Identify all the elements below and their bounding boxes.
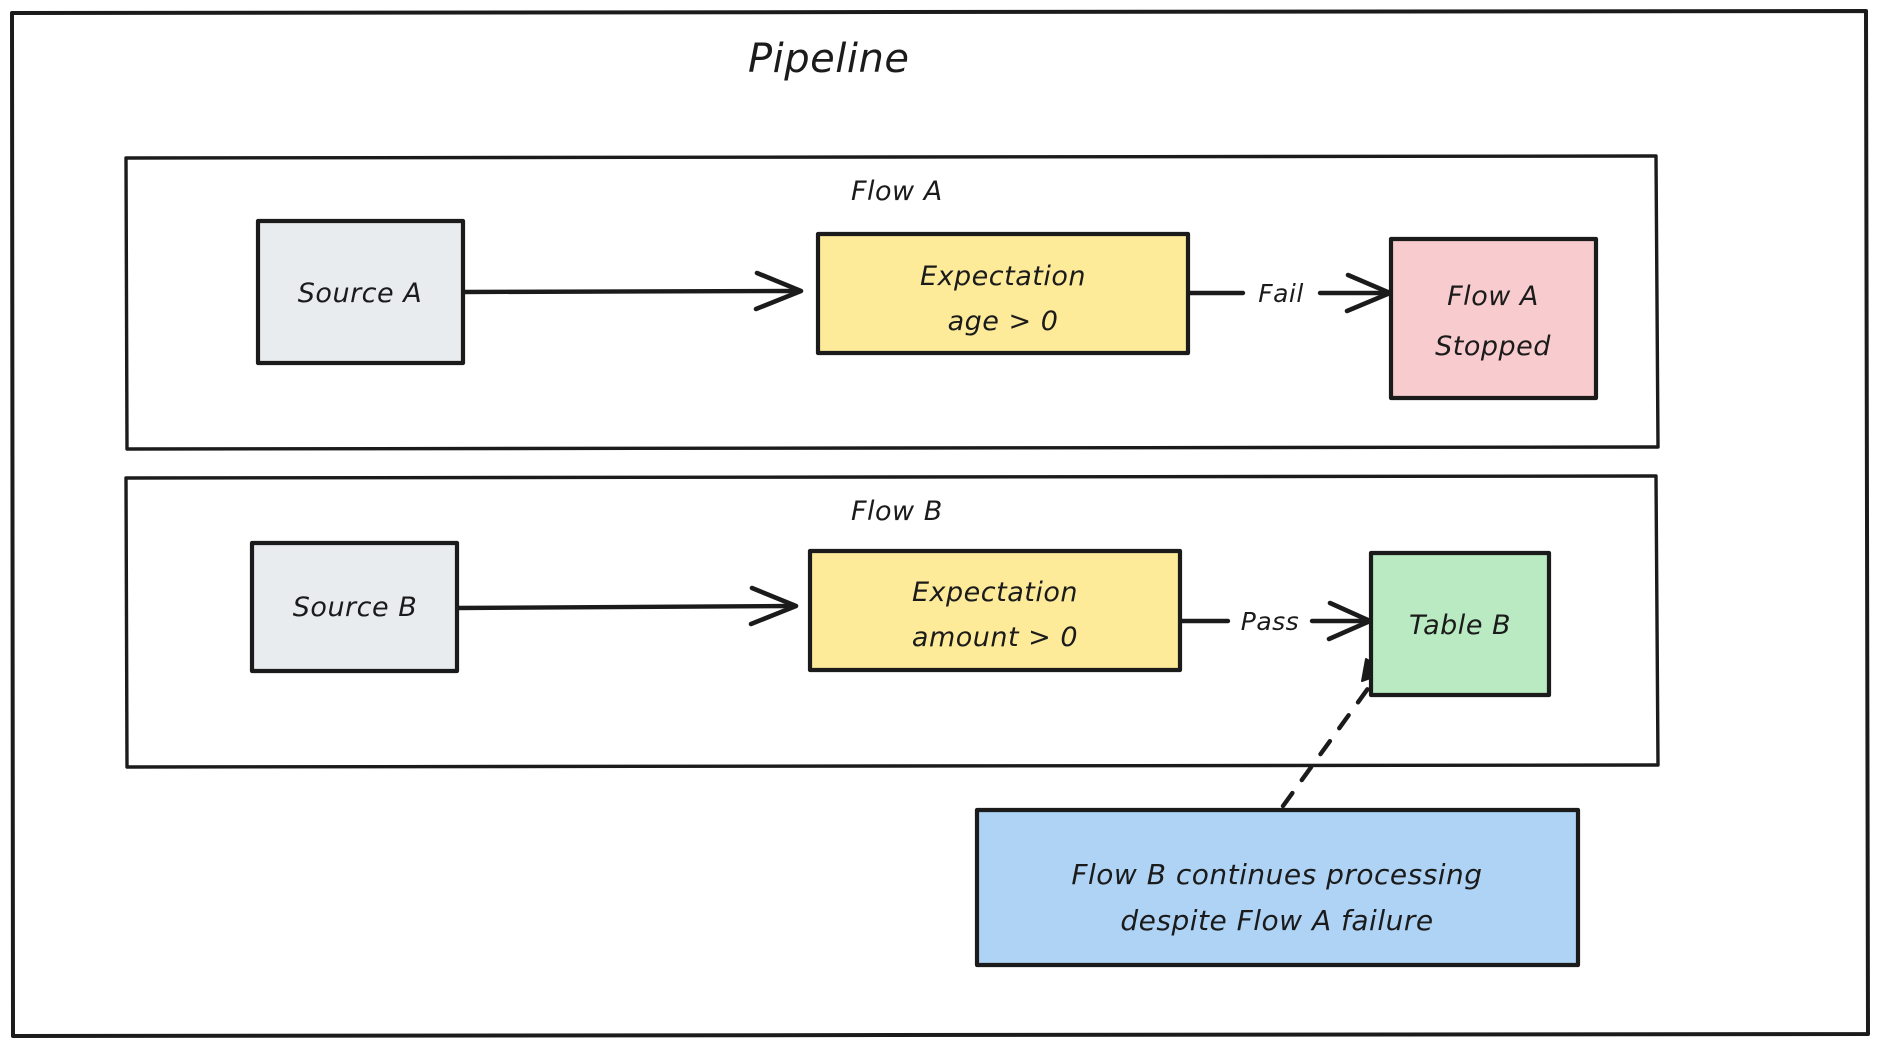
edge-label-pass: Pass [1241,607,1299,636]
node-source-b-box[interactable] [249,540,460,674]
edge-note-to-table-b [1280,673,1380,809]
flow-a-label: Flow A [851,176,943,207]
node-source-a-box[interactable] [255,218,466,366]
node-table-b-label: Table B [1409,610,1511,641]
arrowhead-source-b-to-expectation-b [748,585,799,627]
node-source-b-label: Source B [293,592,417,623]
edge-source-a-to-expectation-a [460,288,798,295]
edge-source-b-to-expectation-b [454,603,793,611]
node-flow-a-stopped-box[interactable] [1388,236,1599,401]
node-expectation-b-line1: Expectation [912,577,1078,608]
node-expectation-a-box[interactable] [815,231,1191,356]
note-box[interactable] [974,807,1581,968]
node-flow-a-stopped-line2: Stopped [1435,331,1551,362]
flow-a-container [124,154,1660,451]
node-flow-a-stopped-line1: Flow A [1447,281,1539,312]
note-line2: despite Flow A failure [1120,904,1433,937]
edge-label-fail: Fail [1258,279,1304,308]
note-line1: Flow B continues processing [1071,858,1482,891]
node-table-b-box[interactable] [1368,550,1552,698]
arrowhead-source-a-to-expectation-a [753,270,804,312]
node-expectation-a-line2: age > 0 [948,306,1059,337]
flow-b-label: Flow B [851,496,943,527]
node-expectation-b-line2: amount > 0 [912,622,1078,653]
node-expectation-a-line1: Expectation [920,261,1086,292]
pipeline-frame [10,9,1870,1038]
node-expectation-b-box[interactable] [807,548,1183,673]
page-title: Pipeline [748,36,909,82]
node-source-a-label: Source A [298,278,422,309]
flow-b-container [124,474,1660,769]
